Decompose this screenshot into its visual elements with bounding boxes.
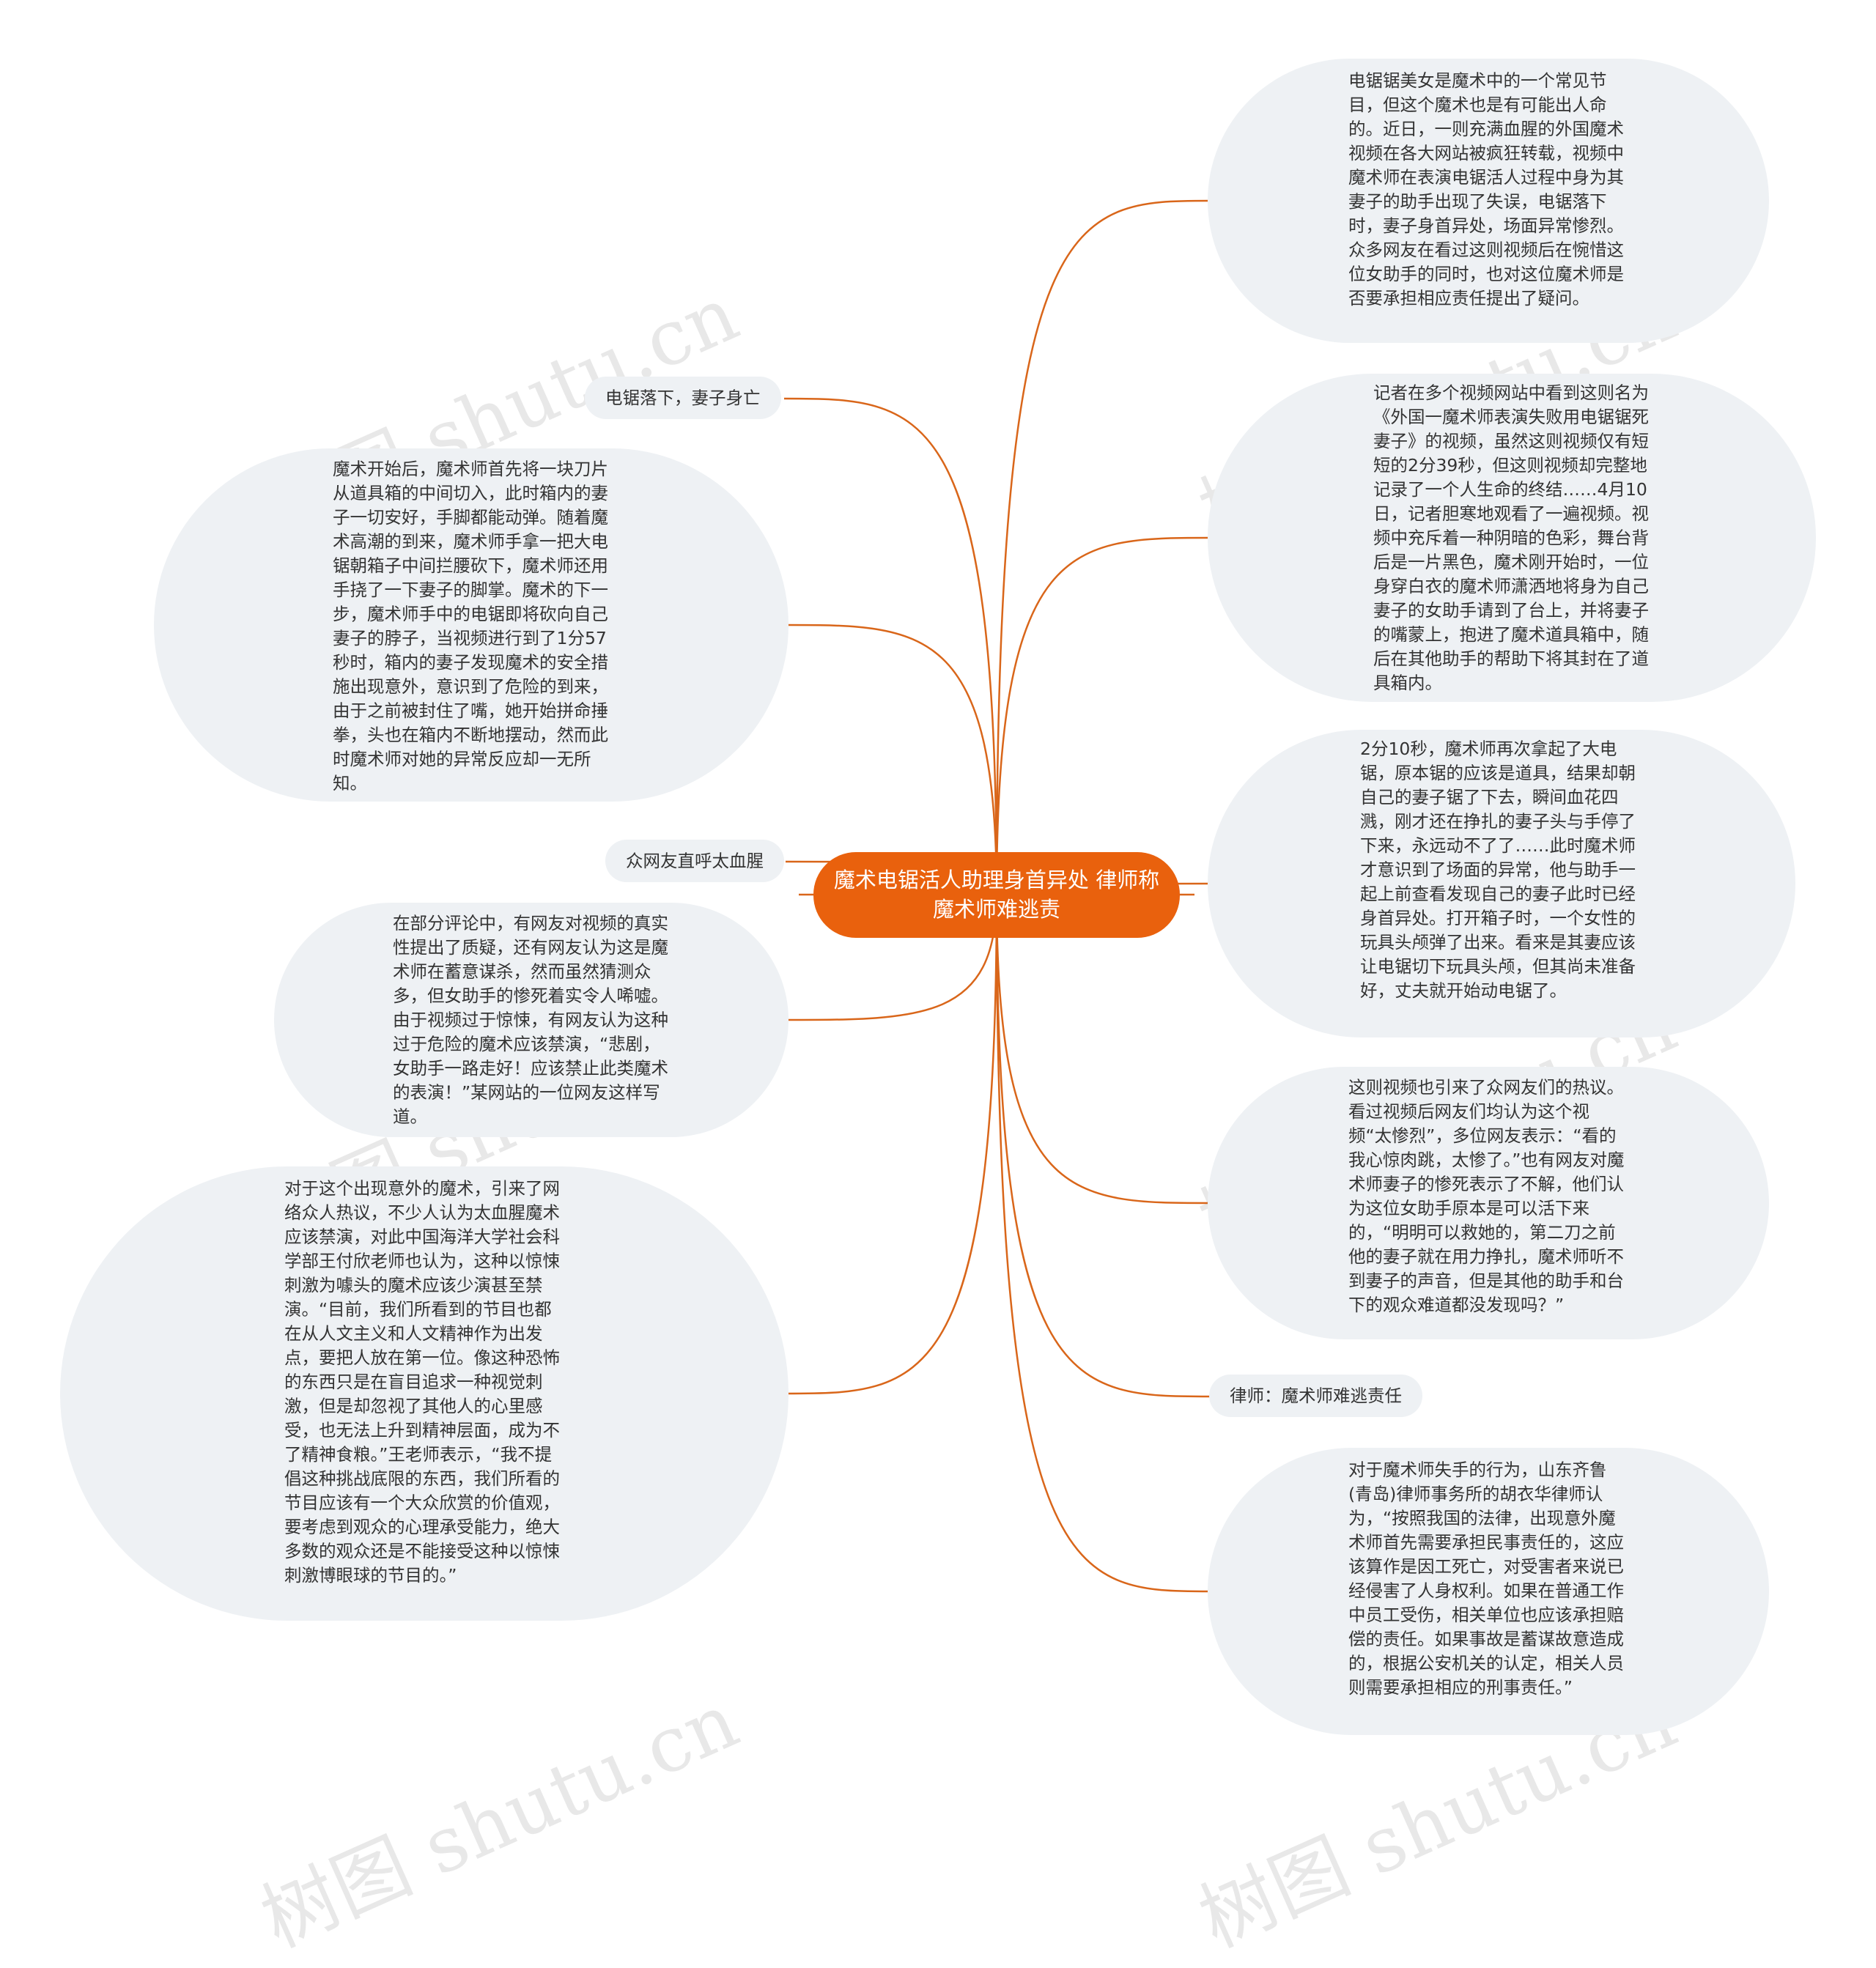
node-lawyer-opinion-text: 对于魔术师失手的行为，山东齐鲁(青岛)律师事务所的胡衣华律师认为，“按照我国的法… <box>1348 1460 1624 1698</box>
link-node-netizen-discussion <box>995 894 1211 1205</box>
node-video-description-text: 记者在多个视频网站中看到这则名为《外国一魔术师表演失败用电锯锯死妻子》的视频，虽… <box>1373 382 1649 693</box>
link-leaf-lawyer-heading <box>995 894 1211 1398</box>
node-intro-text: 电锯锯美女是魔术中的一个常见节目，但这个魔术也是有可能出人命的。近日，一则充满血… <box>1348 70 1624 308</box>
node-expert-opinion[interactable]: 对于这个出现意外的魔术，引来了网络众人热议，不少人认为太血腥魔术应该禁演，对此中… <box>60 1166 789 1621</box>
connector-layer <box>783 199 1211 1593</box>
node-intro[interactable]: 电锯锯美女是魔术中的一个常见节目，但这个魔术也是有可能出人命的。近日，一则充满血… <box>1208 59 1769 343</box>
node-comments-text: 在部分评论中，有网友对视频的真实性提出了质疑，还有网友认为这是魔术师在蓄意谋杀，… <box>393 913 668 1127</box>
leaf-too-bloody[interactable]: 众网友直呼太血腥 <box>605 840 784 882</box>
link-node-comments <box>785 894 998 1021</box>
link-leaf-saw-falls <box>783 397 998 895</box>
node-expert-opinion-text: 对于这个出现意外的魔术，引来了网络众人热议，不少人认为太血腥魔术应该禁演，对此中… <box>284 1178 560 1586</box>
link-node-intro <box>995 199 1211 895</box>
node-magic-begins-text: 魔术开始后，魔术师首先将一块刀片从道具箱的中间切入，此时箱内的妻子一切安好，手脚… <box>333 459 608 794</box>
link-node-magic-begins <box>785 624 998 895</box>
leaf-lawyer-heading[interactable]: 律师：魔术师难逃责任 <box>1209 1375 1422 1417</box>
node-lawyer-opinion[interactable]: 对于魔术师失手的行为，山东齐鲁(青岛)律师事务所的胡衣华律师认为，“按照我国的法… <box>1208 1448 1769 1735</box>
node-accident[interactable]: 2分10秒，魔术师再次拿起了大电锯，原本锯的应该是道具，结果却朝自己的妻子锯了下… <box>1208 730 1795 1037</box>
node-comments[interactable]: 在部分评论中，有网友对视频的真实性提出了质疑，还有网友认为这是魔术师在蓄意谋杀，… <box>274 903 789 1137</box>
node-accident-text: 2分10秒，魔术师再次拿起了大电锯，原本锯的应该是道具，结果却朝自己的妻子锯了下… <box>1360 739 1636 1001</box>
node-magic-begins[interactable]: 魔术开始后，魔术师首先将一块刀片从道具箱的中间切入，此时箱内的妻子一切安好，手脚… <box>154 448 789 802</box>
node-video-description[interactable]: 记者在多个视频网站中看到这则名为《外国一魔术师表演失败用电锯锯死妻子》的视频，虽… <box>1208 374 1816 702</box>
node-netizen-discussion[interactable]: 这则视频也引来了众网友们的热议。看过视频后网友们均认为这个视频“太惨烈”，多位网… <box>1208 1067 1769 1339</box>
link-node-video-description <box>995 536 1211 895</box>
link-node-lawyer-opinion <box>995 894 1211 1593</box>
center-topic[interactable]: 魔术电锯活人助理身首异处 律师称魔术师难逃责 <box>813 852 1180 938</box>
leaf-saw-falls[interactable]: 电锯落下，妻子身亡 <box>585 377 781 419</box>
node-netizen-discussion-text: 这则视频也引来了众网友们的热议。看过视频后网友们均认为这个视频“太惨烈”，多位网… <box>1348 1077 1625 1315</box>
link-node-expert-opinion <box>785 894 998 1395</box>
